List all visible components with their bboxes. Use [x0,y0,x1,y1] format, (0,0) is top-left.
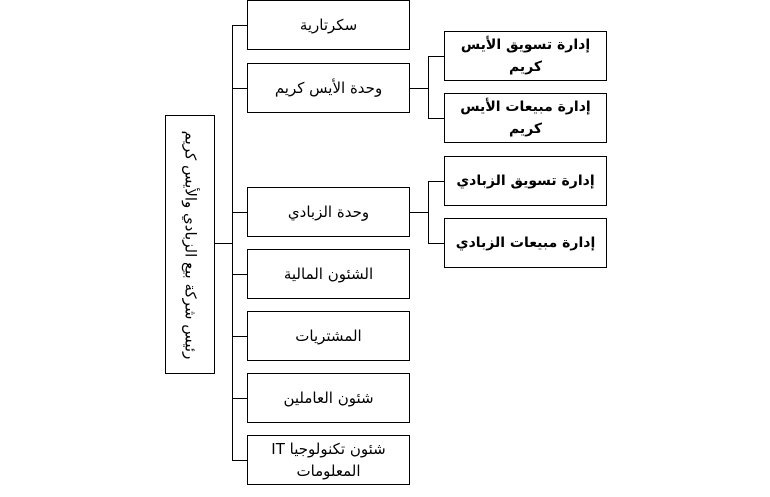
connector-yogurt-out [410,212,428,213]
connector-icecream-trunk [428,56,429,119]
dept-label: الشئون المالية [283,265,374,283]
unit-label: إدارة مبيعات الأيس كريم [460,99,591,137]
dept-yogurt-unit: وحدة الزبادي [247,187,410,237]
connector-dept-5 [232,336,247,337]
dept-label: وحدة الزبادي [287,203,370,221]
dept-secretariat: سكرتارية [247,0,410,50]
dept-label: شئون تكنولوجيا IT المعلومات [271,440,386,480]
icecream-marketing: إدارة تسويق الأيس كريم [444,31,607,81]
dept-purchasing: المشتريات [247,311,410,361]
yogurt-sales: إدارة مبيعات الزبادي [444,218,607,268]
unit-label: إدارة تسويق الزبادي [456,173,595,189]
icecream-sales: إدارة مبيعات الأيس كريم [444,93,607,143]
connector-main-trunk [232,25,233,461]
dept-it: شئون تكنولوجيا IT المعلومات [247,435,410,485]
connector-icecream-out [410,88,428,89]
unit-label: إدارة تسويق الأيس كريم [460,37,591,75]
dept-label: شئون العاملين [283,389,374,407]
yogurt-marketing: إدارة تسويق الزبادي [444,156,607,206]
dept-label: وحدة الأيس كريم [274,79,383,97]
connector-yogurt-trunk [428,181,429,244]
root-box: رئيس شركة بيع الزبادي والأيس كريم [165,115,215,374]
dept-label: سكرتارية [299,16,358,34]
connector-yogurt-1 [428,181,444,182]
connector-icecream-2 [428,118,444,119]
connector-dept-7 [232,460,247,461]
dept-label: المشتريات [295,327,362,345]
root-label: رئيس شركة بيع الزبادي والأيس كريم [180,130,199,359]
connector-dept-6 [232,398,247,399]
unit-label: إدارة مبيعات الزبادي [455,235,596,251]
dept-hr: شئون العاملين [247,373,410,423]
connector-icecream-1 [428,56,444,57]
dept-finance: الشئون المالية [247,249,410,299]
connector-dept-4 [232,274,247,275]
connector-yogurt-2 [428,243,444,244]
connector-root [215,243,232,244]
connector-dept-1 [232,25,247,26]
dept-icecream-unit: وحدة الأيس كريم [247,63,410,113]
connector-dept-2 [232,88,247,89]
connector-dept-3 [232,212,247,213]
